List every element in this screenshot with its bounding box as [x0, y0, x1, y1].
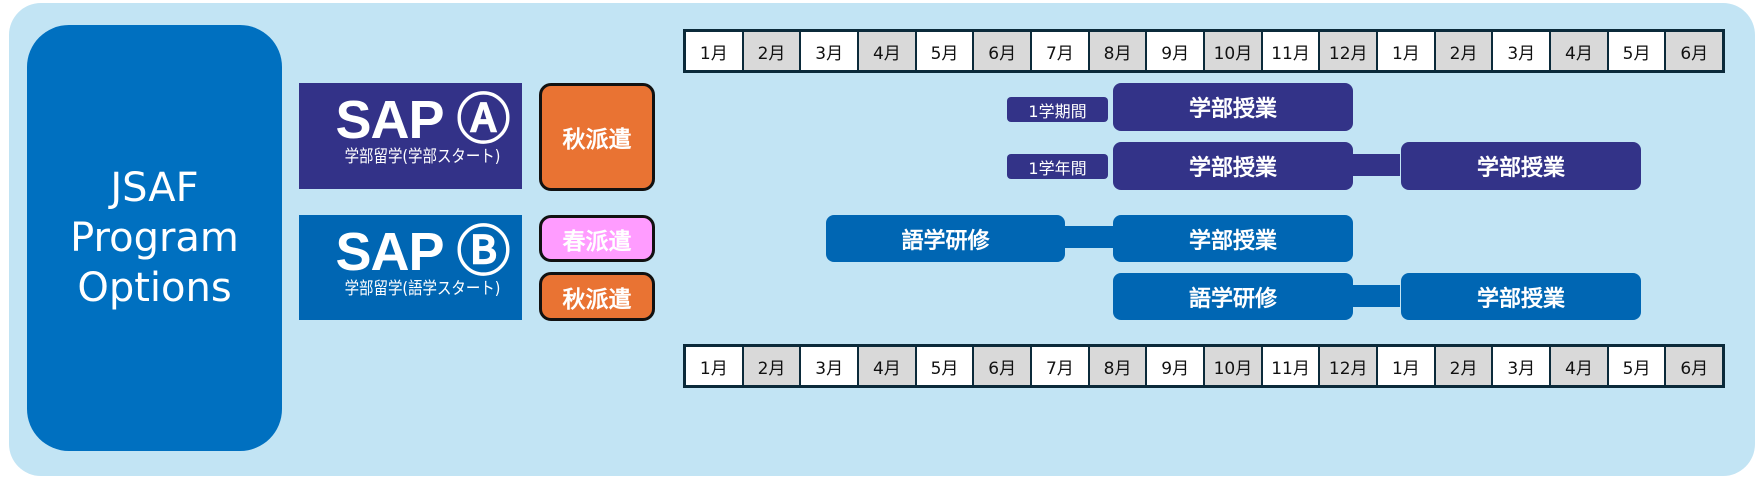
month-cell: 2月: [1435, 32, 1492, 70]
month-cell: 2月: [1435, 347, 1492, 385]
month-cell: 4月: [1551, 32, 1607, 70]
month-cell: 11月: [1262, 347, 1319, 385]
month-cell: 6月: [974, 347, 1031, 385]
month-cell: 1月: [686, 347, 742, 385]
sap-b-title: SAP Ⓑ: [335, 222, 510, 282]
month-cell: 5月: [916, 32, 973, 70]
month-cell: 5月: [1608, 32, 1665, 70]
row2-connector: [1340, 154, 1400, 176]
month-cell: 7月: [1032, 347, 1088, 385]
row4-language-bar: 語学研修: [1113, 273, 1353, 320]
month-cell: 6月: [974, 32, 1031, 70]
sap-b-subtitle: 学部留学(語学スタート): [344, 279, 501, 299]
month-cell: 12月: [1320, 347, 1377, 385]
month-cell: 10月: [1205, 32, 1261, 70]
month-cell: 3月: [1493, 347, 1550, 385]
sap-b-autumn-dispatch: 秋派遣: [539, 272, 655, 321]
sap-a-title: SAP Ⓐ: [335, 90, 510, 150]
month-cell: 11月: [1262, 32, 1319, 70]
month-cell: 3月: [801, 32, 858, 70]
month-cell: 12月: [1320, 32, 1377, 70]
month-cell: 7月: [1032, 32, 1088, 70]
month-cell: 2月: [743, 32, 800, 70]
month-cell: 8月: [1089, 347, 1146, 385]
row2-undergrad-bar-2: 学部授業: [1401, 142, 1641, 190]
month-cell: 4月: [859, 32, 915, 70]
sap-a-subtitle: 学部留学(学部スタート): [344, 147, 501, 167]
month-cell: 5月: [1608, 347, 1665, 385]
row3-connector: [1050, 226, 1120, 248]
month-cell: 8月: [1089, 32, 1146, 70]
month-cell: 4月: [1551, 347, 1607, 385]
month-cell: 4月: [859, 347, 915, 385]
month-cell: 10月: [1205, 347, 1261, 385]
one-year-label: 1学年間: [1007, 154, 1108, 179]
sap-a-box: SAP Ⓐ 学部留学(学部スタート): [299, 83, 522, 189]
sap-a-autumn-dispatch: 秋派遣: [539, 83, 655, 191]
row4-undergrad-bar: 学部授業: [1401, 273, 1641, 320]
sap-b-spring-dispatch: 春派遣: [539, 215, 655, 262]
row3-language-bar: 語学研修: [826, 215, 1065, 262]
month-cell: 9月: [1147, 347, 1204, 385]
row4-connector: [1340, 285, 1400, 307]
month-cell: 1月: [686, 32, 742, 70]
program-options-title: JSAF Program Options: [27, 25, 282, 451]
one-semester-label: 1学期間: [1007, 97, 1108, 122]
sap-b-box: SAP Ⓑ 学部留学(語学スタート): [299, 215, 522, 320]
month-cell: 3月: [1493, 32, 1550, 70]
row2-undergrad-bar-1: 学部授業: [1113, 142, 1353, 190]
month-cell: 3月: [801, 347, 858, 385]
month-cell: 6月: [1666, 347, 1723, 385]
month-cell: 2月: [743, 347, 800, 385]
month-cell: 1月: [1378, 32, 1434, 70]
month-cell: 5月: [916, 347, 973, 385]
month-cell: 1月: [1378, 347, 1434, 385]
row3-undergrad-bar: 学部授業: [1113, 215, 1353, 262]
month-cell: 6月: [1666, 32, 1723, 70]
row1-undergrad-bar: 学部授業: [1113, 83, 1353, 131]
month-cell: 9月: [1147, 32, 1204, 70]
